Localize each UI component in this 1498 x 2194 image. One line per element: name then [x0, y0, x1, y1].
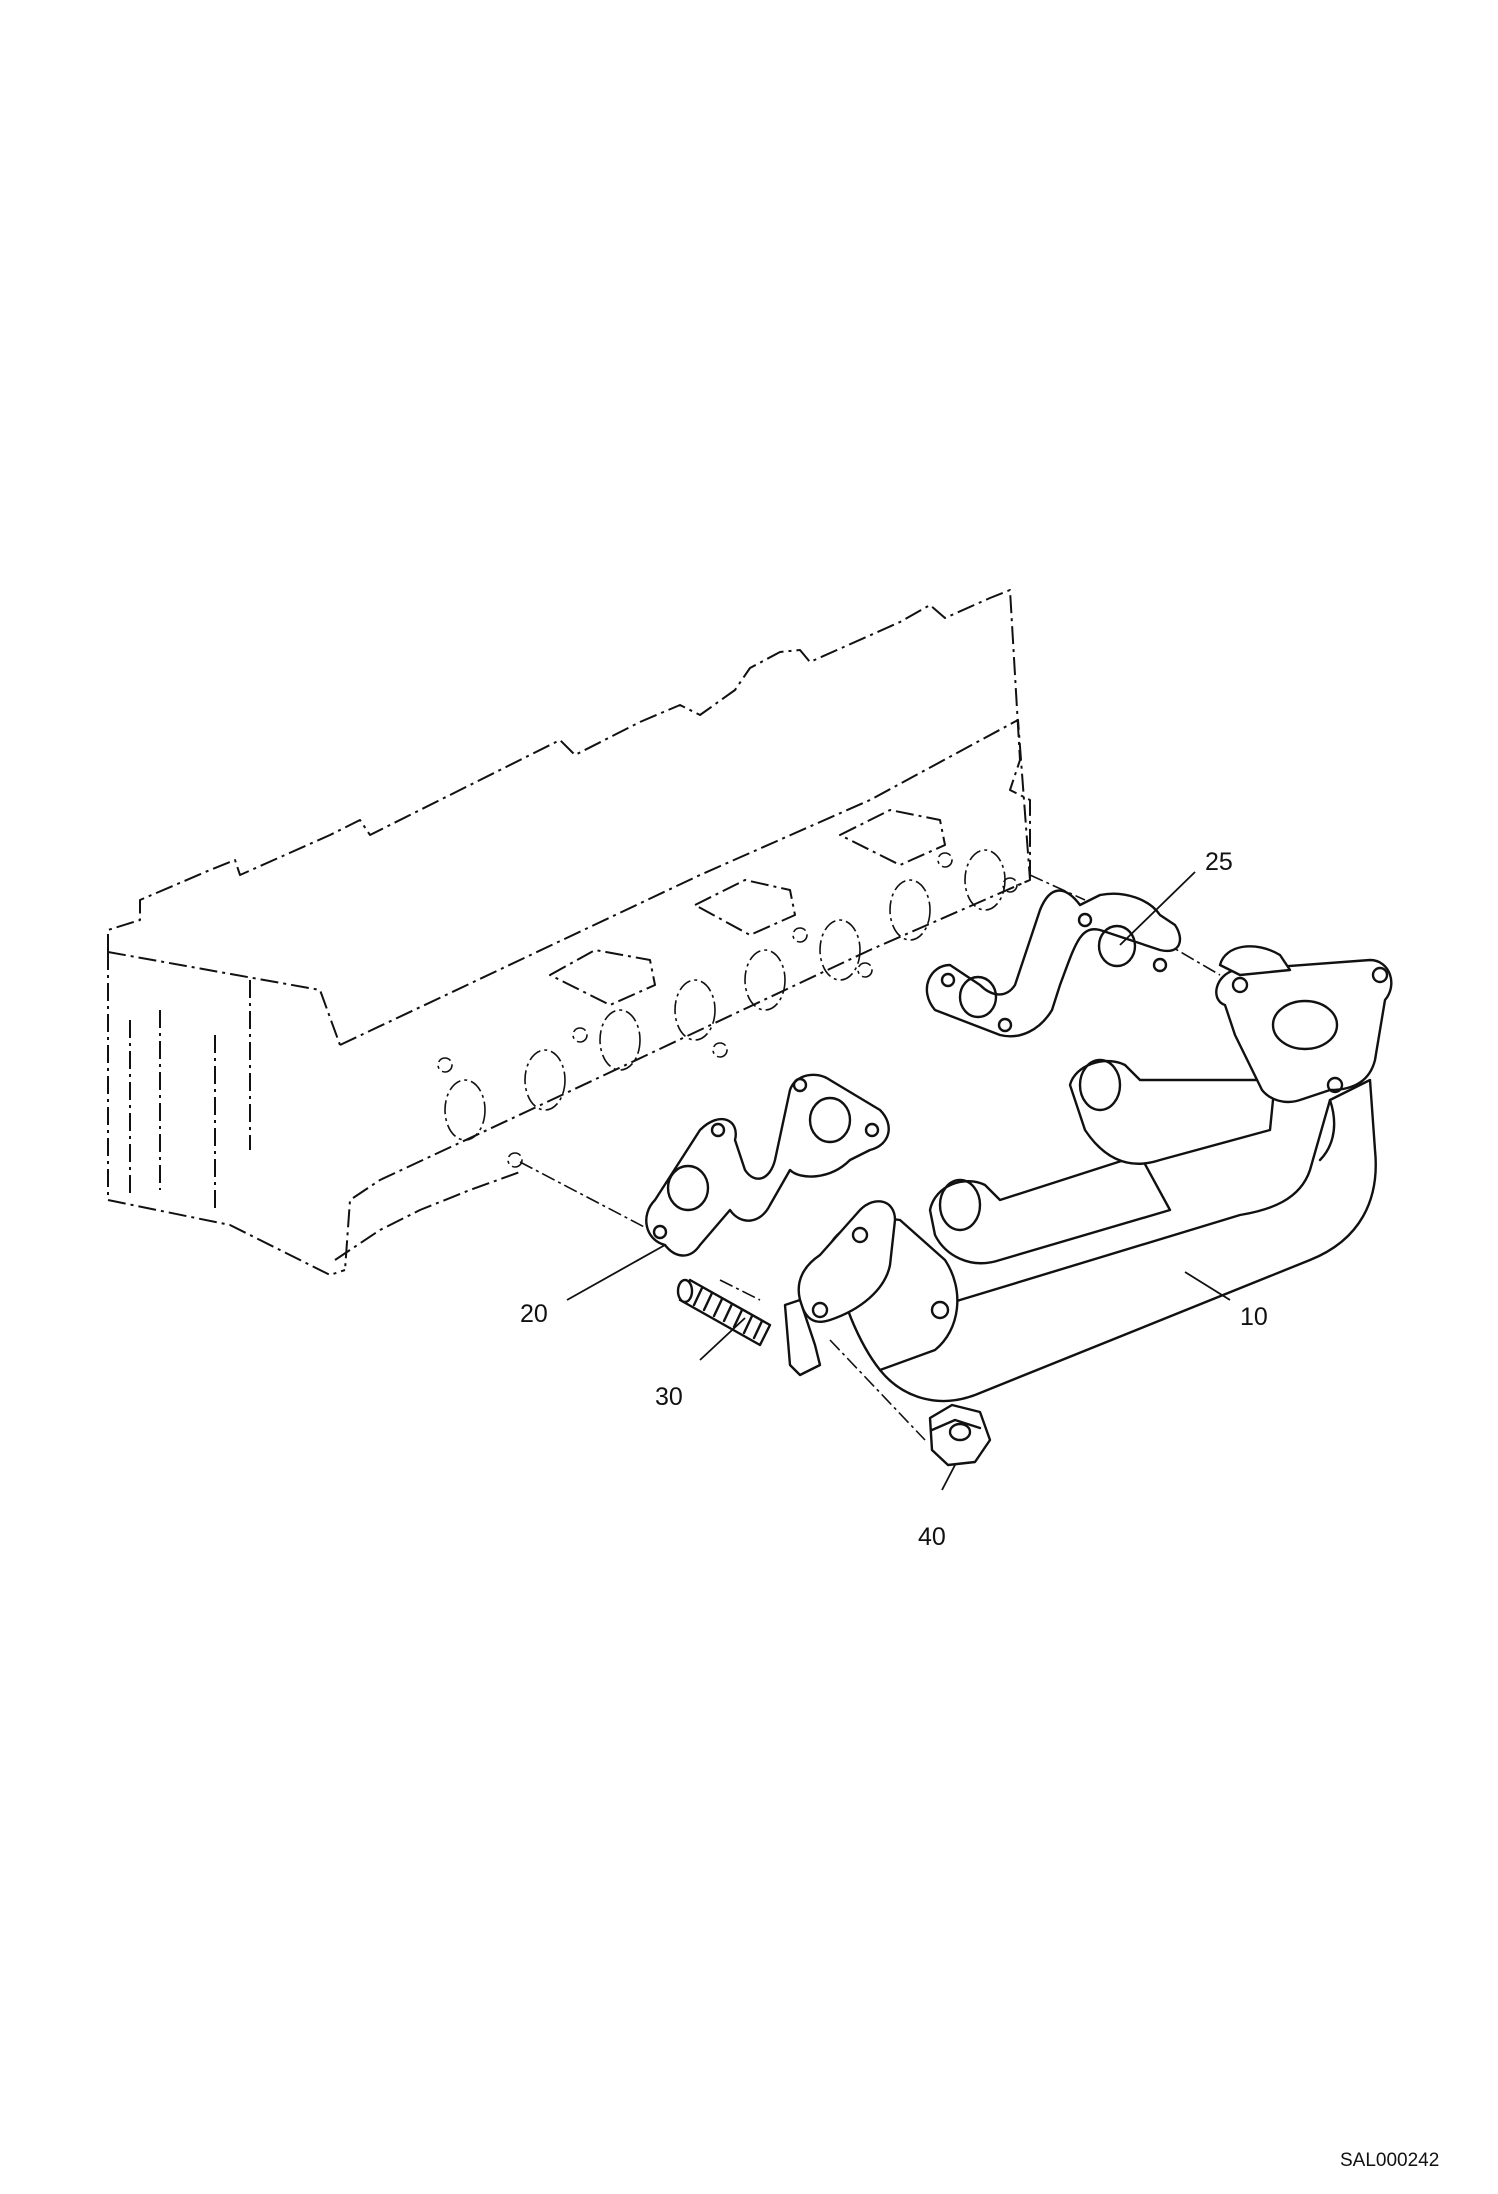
nut	[928, 1403, 992, 1467]
stud	[676, 1278, 772, 1347]
callout-25: 25	[1205, 848, 1233, 876]
leader-30	[699, 1317, 746, 1361]
gasket-front	[645, 1073, 890, 1257]
exhaust-manifold	[783, 945, 1393, 1403]
leader-40	[941, 1464, 956, 1491]
leader-10	[1184, 1271, 1231, 1301]
leader-20	[566, 1244, 666, 1301]
leader-25	[1119, 871, 1196, 946]
gasket-rear	[925, 889, 1182, 1038]
callout-40: 40	[918, 1523, 946, 1551]
cylinder-head-phantom	[107, 589, 1221, 1441]
callout-30: 30	[655, 1383, 683, 1411]
document-id: SAL000242	[1340, 2150, 1440, 2171]
leader-lines	[566, 871, 1231, 1491]
callout-10: 10	[1240, 1303, 1268, 1331]
callout-20: 20	[520, 1300, 548, 1328]
